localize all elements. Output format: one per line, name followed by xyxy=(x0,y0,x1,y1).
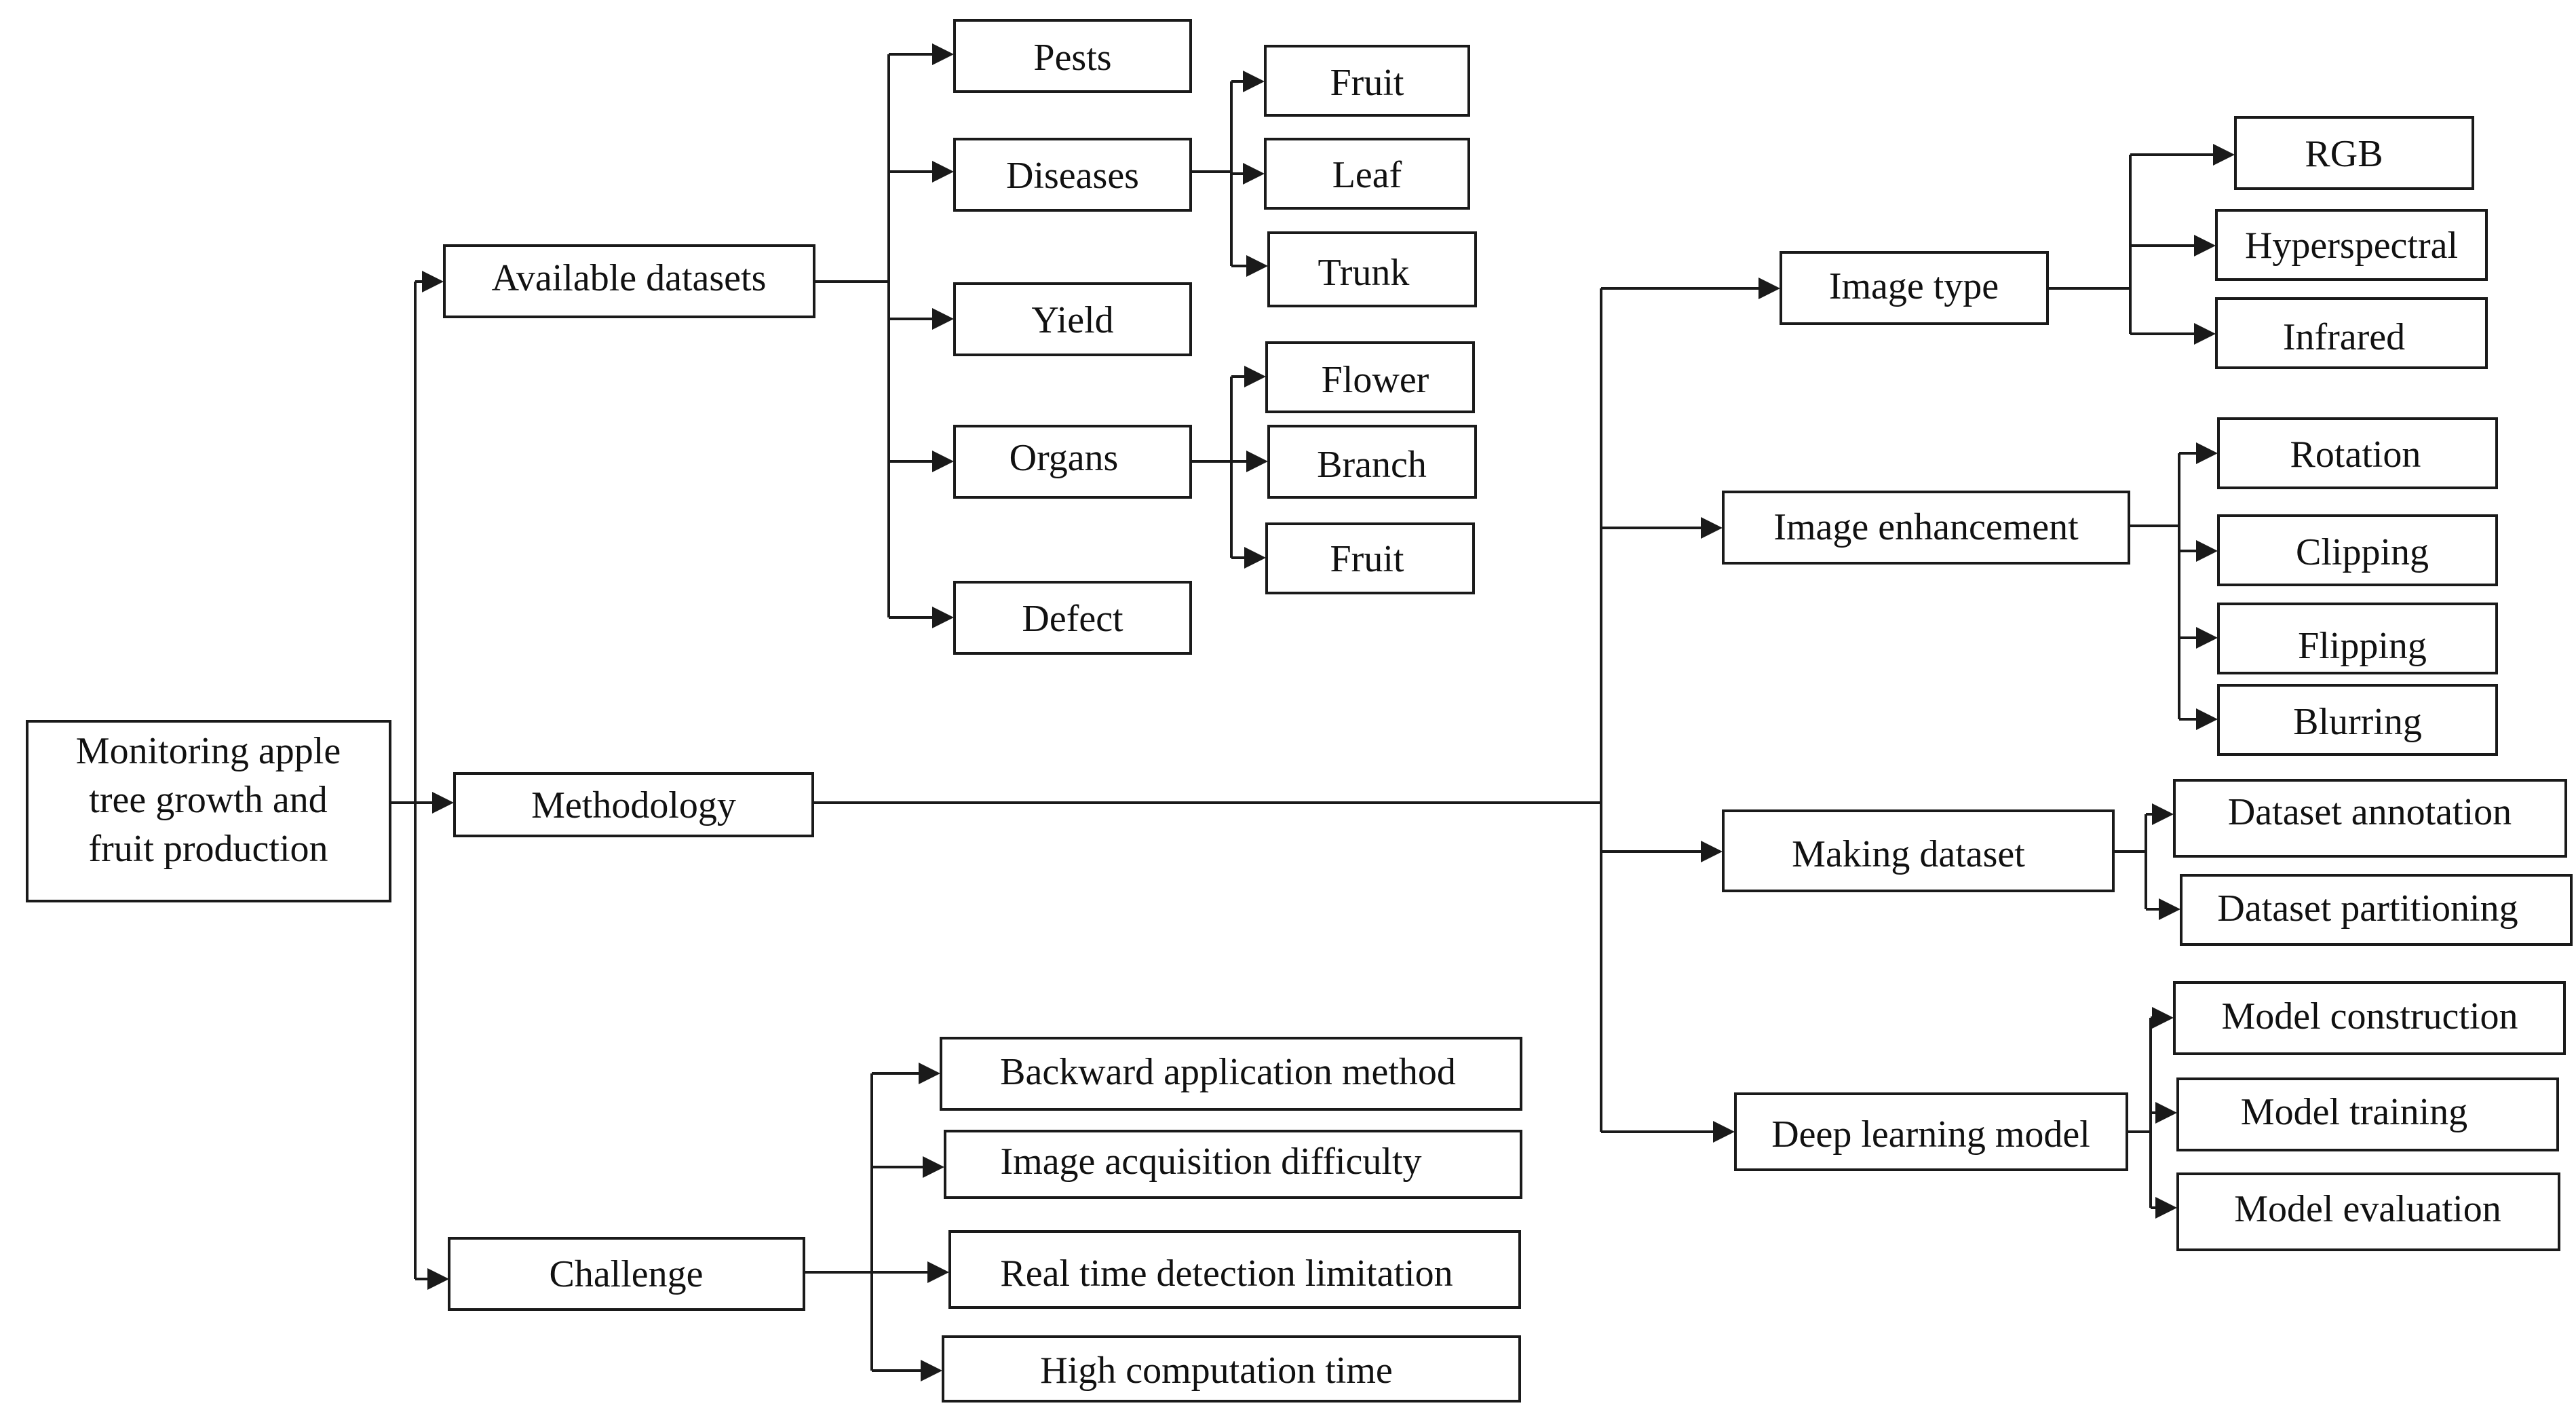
connector-image-type-trunk xyxy=(2048,155,2132,334)
node-high-computation: High computation time xyxy=(942,1335,1521,1403)
node-challenge: Challenge xyxy=(448,1237,805,1311)
node-deep-learning-model: Deep learning model xyxy=(1734,1092,2128,1171)
node-rotation: Rotation xyxy=(2217,417,2498,489)
connector-organs-trunk xyxy=(1191,377,1233,558)
node-blurring: Blurring xyxy=(2217,684,2498,756)
available-datasets-label: Available datasets xyxy=(492,257,767,299)
hyperspectral-label: Hyperspectral xyxy=(2245,225,2458,267)
node-real-time-detection: Real time detection limitation xyxy=(948,1230,1521,1309)
connector-deep-learning-trunk xyxy=(2127,1018,2152,1208)
connector-challenge-trunk xyxy=(804,1073,873,1371)
node-making-dataset: Making dataset xyxy=(1722,809,2115,892)
dataset-annotation-label: Dataset annotation xyxy=(2228,791,2512,833)
rgb-label: RGB xyxy=(2305,133,2383,175)
yield-label: Yield xyxy=(1031,299,1113,341)
deep-learning-model-label: Deep learning model xyxy=(1771,1113,2090,1156)
connector-making-dataset-trunk xyxy=(2113,814,2147,909)
node-diseases-fruit: Fruit xyxy=(1264,45,1470,117)
diseases-leaf-label: Leaf xyxy=(1332,154,1402,196)
node-model-construction: Model construction xyxy=(2173,981,2566,1055)
node-yield: Yield xyxy=(953,282,1192,356)
node-clipping: Clipping xyxy=(2217,514,2498,586)
node-pests: Pests xyxy=(953,19,1192,93)
node-image-type: Image type xyxy=(1780,251,2049,325)
root-line-1: Monitoring apple xyxy=(76,730,341,772)
infrared-label: Infrared xyxy=(2283,316,2405,358)
node-defect: Defect xyxy=(953,581,1192,655)
node-organs-branch: Branch xyxy=(1267,425,1477,499)
making-dataset-label: Making dataset xyxy=(1792,833,2025,875)
connector-diseases-trunk xyxy=(1191,81,1233,266)
rotation-label: Rotation xyxy=(2290,434,2421,476)
node-flipping: Flipping xyxy=(2217,603,2498,674)
flipping-label: Flipping xyxy=(2298,625,2427,667)
image-type-label: Image type xyxy=(1829,265,1999,307)
node-rgb: RGB xyxy=(2234,116,2474,190)
node-infrared: Infrared xyxy=(2215,297,2488,369)
node-diseases: Diseases xyxy=(953,138,1192,212)
diseases-trunk-label: Trunk xyxy=(1318,252,1410,294)
model-construction-label: Model construction xyxy=(2221,995,2518,1037)
node-diseases-trunk: Trunk xyxy=(1267,231,1477,307)
node-model-training: Model training xyxy=(2176,1077,2559,1151)
model-training-label: Model training xyxy=(2241,1091,2467,1133)
model-evaluation-label: Model evaluation xyxy=(2234,1188,2501,1230)
node-dataset-partitioning: Dataset partitioning xyxy=(2180,874,2573,946)
challenge-label: Challenge xyxy=(549,1253,703,1295)
node-hyperspectral: Hyperspectral xyxy=(2215,209,2488,281)
dataset-partitioning-label: Dataset partitioning xyxy=(2217,888,2518,930)
methodology-label: Methodology xyxy=(531,784,736,826)
connector-root-trunk xyxy=(390,282,417,1279)
diseases-fruit-label: Fruit xyxy=(1330,62,1404,104)
connector-image-enhancement-trunk xyxy=(2129,453,2180,719)
connector-datasets-trunk xyxy=(814,54,890,617)
node-backward-application: Backward application method xyxy=(940,1037,1522,1111)
node-organs-fruit: Fruit xyxy=(1265,522,1475,594)
diseases-label: Diseases xyxy=(1006,155,1139,197)
real-time-detection-label: Real time detection limitation xyxy=(1000,1253,1453,1295)
node-root: Monitoring apple tree growth and fruit p… xyxy=(26,720,391,902)
node-image-acquisition: Image acquisition difficulty xyxy=(944,1130,1522,1199)
image-enhancement-label: Image enhancement xyxy=(1773,506,2079,548)
root-line-2: tree growth and xyxy=(89,779,327,821)
image-acquisition-label: Image acquisition difficulty xyxy=(1000,1141,1421,1183)
backward-application-label: Backward application method xyxy=(1000,1051,1456,1093)
root-line-3: fruit production xyxy=(88,828,328,870)
high-computation-label: High computation time xyxy=(1040,1350,1392,1392)
node-image-enhancement: Image enhancement xyxy=(1722,491,2130,565)
node-available-datasets: Available datasets xyxy=(443,244,815,318)
organs-branch-label: Branch xyxy=(1317,444,1427,486)
blurring-label: Blurring xyxy=(2293,701,2422,743)
organs-label: Organs xyxy=(1010,437,1119,479)
pests-label: Pests xyxy=(1033,37,1111,79)
organs-fruit-label: Fruit xyxy=(1330,538,1404,580)
connectors xyxy=(390,43,2235,1381)
organs-flower-label: Flower xyxy=(1322,359,1429,401)
node-model-evaluation: Model evaluation xyxy=(2176,1172,2560,1251)
node-diseases-leaf: Leaf xyxy=(1264,138,1470,210)
connector-methodology-trunk xyxy=(813,288,1602,1132)
node-methodology: Methodology xyxy=(453,772,814,837)
defect-label: Defect xyxy=(1022,598,1123,640)
node-organs-flower: Flower xyxy=(1265,341,1475,413)
node-organs: Organs xyxy=(953,425,1192,499)
clipping-label: Clipping xyxy=(2296,531,2429,573)
node-dataset-annotation: Dataset annotation xyxy=(2173,779,2567,858)
